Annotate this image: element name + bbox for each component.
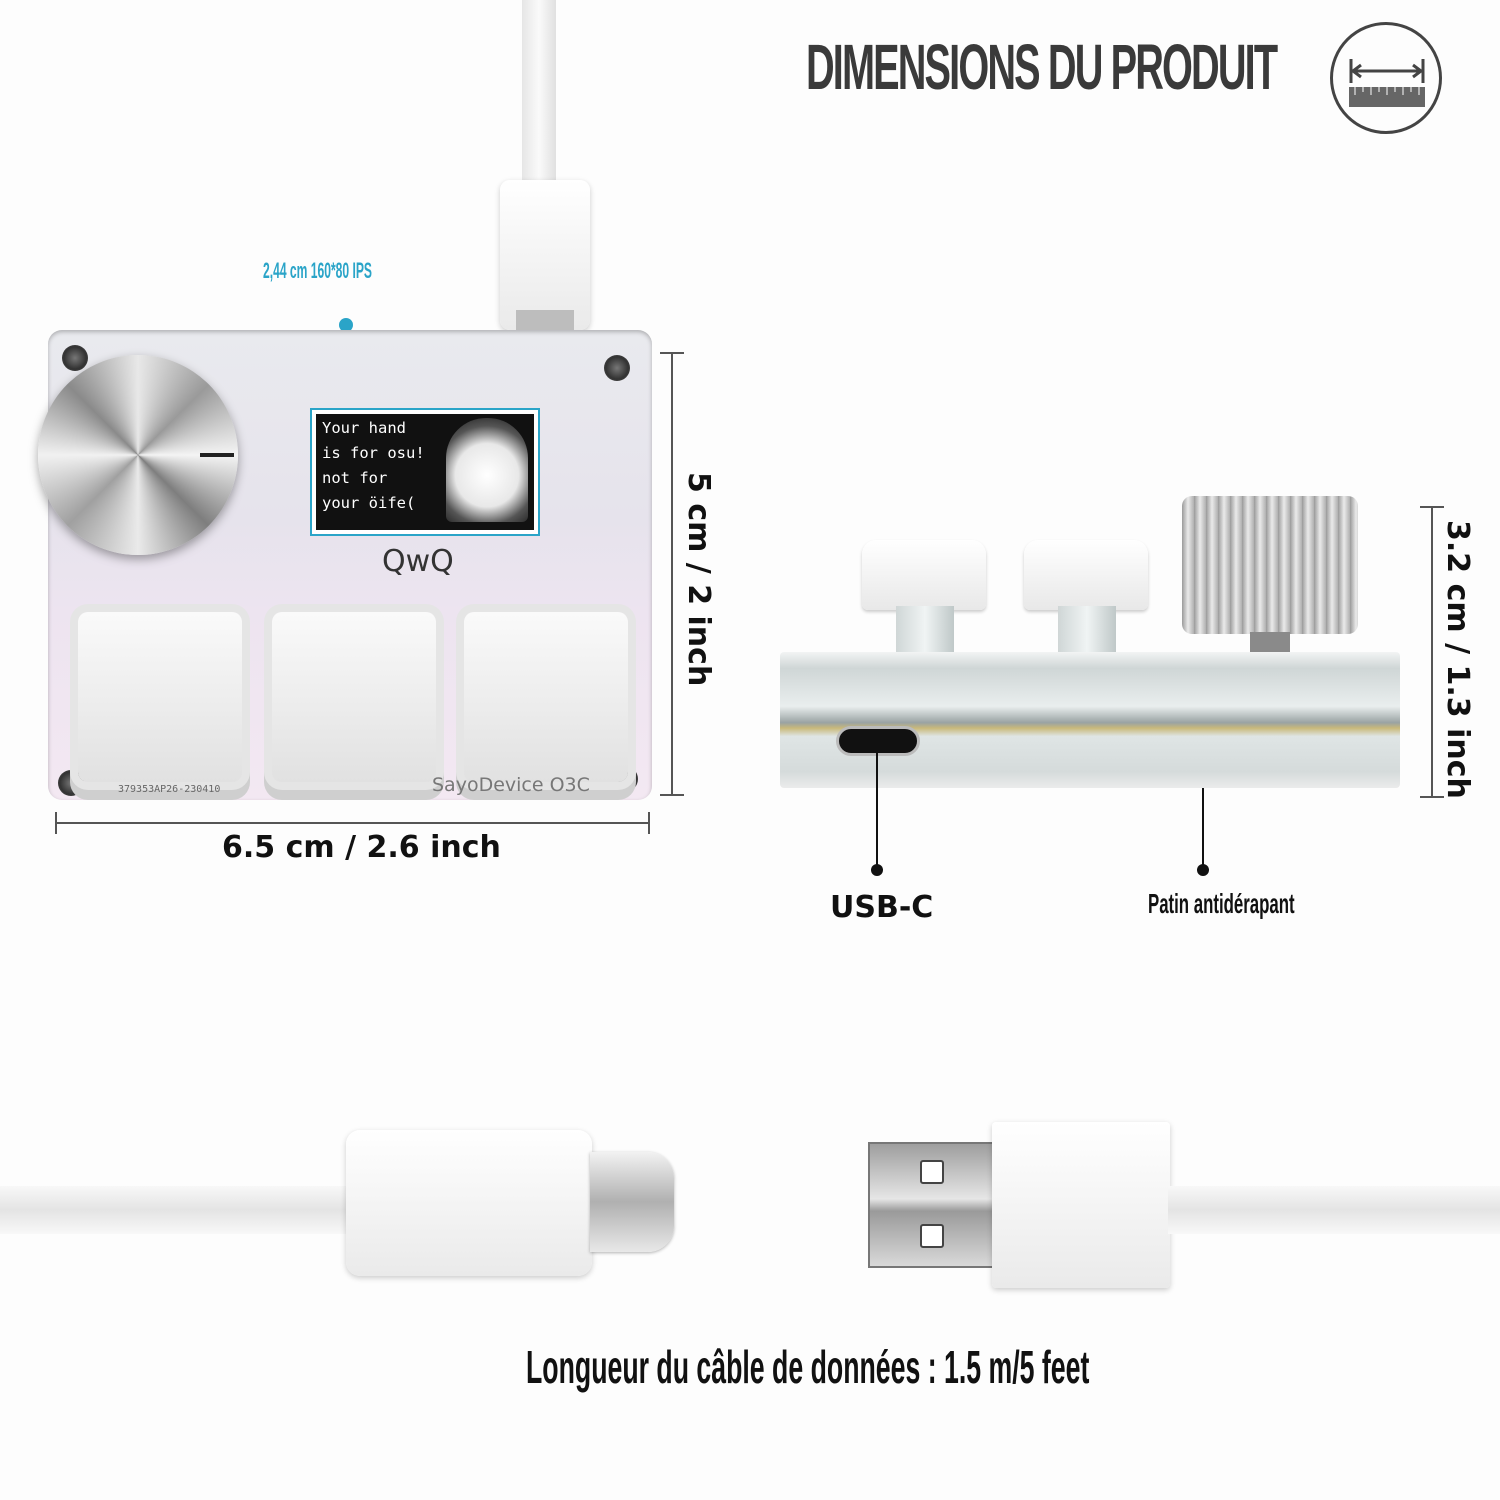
dimension-tick — [660, 794, 684, 796]
top-usb-c-plug — [500, 180, 590, 330]
ruler-icon — [1330, 22, 1442, 134]
screen-spec-label: 2,44 cm 160*80 IPS — [263, 258, 372, 283]
screw-icon — [604, 355, 630, 381]
depth-dimension-line — [1431, 506, 1433, 796]
top-cable — [522, 0, 556, 190]
width-label: 6.5 cm / 2.6 inch — [222, 830, 501, 865]
cable-right-segment — [1168, 1186, 1500, 1234]
usb-a-contact-slot — [920, 1224, 944, 1248]
key-2 — [272, 612, 436, 782]
anti-slip-pad-label: Patin antidérapant — [1148, 888, 1295, 919]
screen-line: is for osu! — [322, 444, 425, 462]
dimension-tick — [660, 352, 684, 354]
rotary-knob — [38, 355, 238, 555]
brand-label: SayoDevice O3C — [432, 774, 590, 796]
usb-callout-line — [876, 744, 878, 868]
serial-number: 379353AP26-230410 — [118, 784, 221, 795]
pad-callout-dot — [1197, 864, 1209, 876]
key-1 — [78, 612, 242, 782]
height-label: 5 cm / 2 inch — [681, 472, 716, 687]
usb-a-plug-housing — [992, 1122, 1170, 1288]
anime-character-image — [446, 418, 528, 522]
usb-c-label: USB-C — [830, 890, 934, 925]
device-label: QwQ — [382, 544, 454, 579]
height-dimension-line — [671, 352, 673, 796]
side-switch-2 — [1058, 606, 1116, 654]
cable-left-segment — [0, 1186, 350, 1234]
dimension-tick — [648, 812, 650, 834]
screen-callout-dot — [339, 318, 353, 332]
key-3 — [464, 612, 628, 782]
dimension-tick — [55, 812, 57, 834]
side-keycap-1 — [862, 540, 986, 610]
pad-callout-line — [1202, 788, 1204, 868]
width-dimension-line — [55, 822, 650, 824]
usb-c-plug-tip — [590, 1152, 674, 1252]
usb-c-plug-housing — [346, 1130, 592, 1276]
dimension-tick — [1420, 796, 1444, 798]
oled-screen: Your hand is for osu! not for your öife( — [310, 408, 540, 536]
usb-callout-dot — [871, 864, 883, 876]
usb-a-plug-metal — [868, 1142, 996, 1268]
depth-label: 3.2 cm / 1.3 inch — [1440, 520, 1475, 799]
side-knob — [1182, 496, 1358, 634]
page-title: DIMENSIONS DU PRODUIT — [806, 31, 1278, 103]
side-switch-1 — [896, 606, 954, 654]
screw-icon — [62, 345, 88, 371]
side-keycap-2 — [1024, 540, 1148, 610]
dimension-tick — [1420, 506, 1444, 508]
macropad-side-view — [780, 652, 1400, 788]
cable-length-label: Longueur du câble de données : 1.5 m/5 f… — [526, 1341, 1090, 1393]
usb-c-port — [836, 726, 920, 756]
screen-line: your öife( — [322, 494, 416, 512]
screen-line: Your hand — [322, 419, 406, 437]
usb-a-contact-slot — [920, 1160, 944, 1184]
screen-line: not for — [322, 469, 388, 487]
